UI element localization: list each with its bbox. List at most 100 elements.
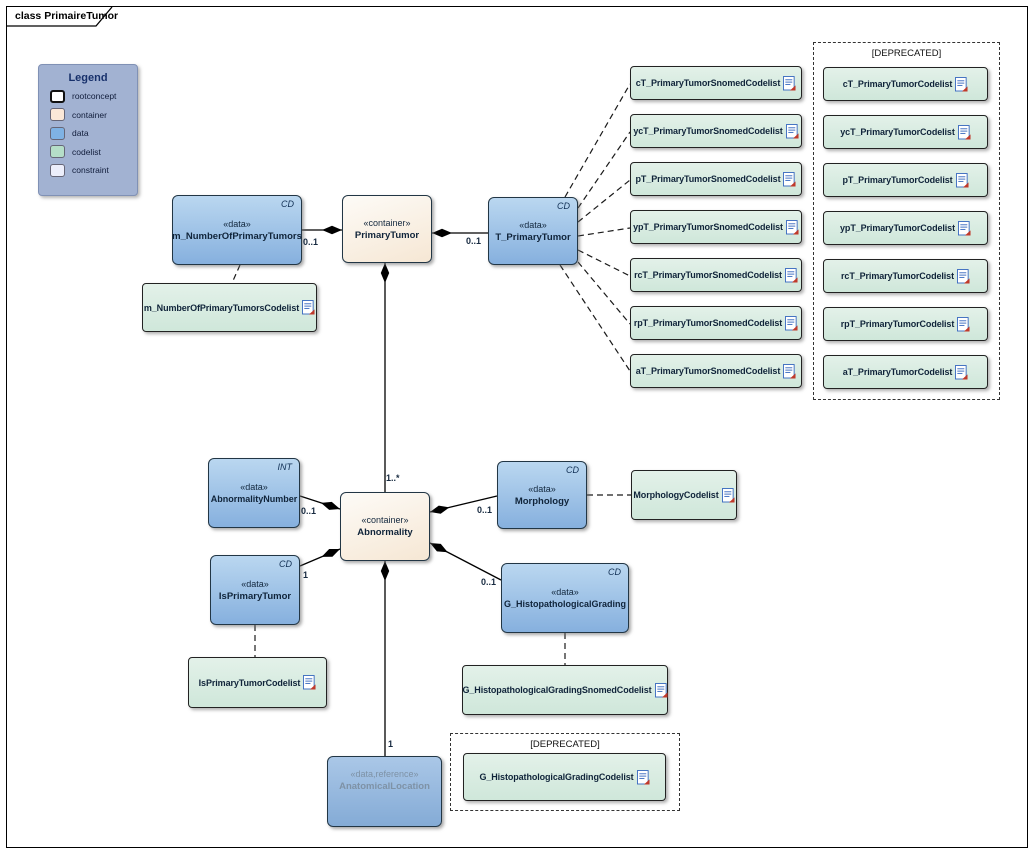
deprecated-group-label: [DEPRECATED] [530, 739, 600, 750]
legend-item-label: constraint [72, 165, 109, 175]
codelist-name: pT_PrimaryTumorSnomedCodelist [635, 174, 781, 184]
data-color-chip [50, 126, 65, 140]
document-icon [785, 316, 798, 331]
class-anatomicallocation[interactable]: «data,reference» AnatomicalLocation [327, 756, 442, 827]
class-name: AnatomicalLocation [339, 781, 430, 792]
document-icon [302, 300, 315, 315]
codelist-morphologycodelist[interactable]: MorphologyCodelist [631, 470, 737, 520]
stereotype: «data» [223, 218, 251, 229]
codelist-g-histopathologicalgradingsnomedcodelist[interactable]: G_HistopathologicalGradingSnomedCodelist [462, 665, 668, 715]
codelist-rpt-primarytumorsnomedcodelist[interactable]: rpT_PrimaryTumorSnomedCodelist [630, 306, 802, 340]
type-tag: CD [279, 559, 292, 569]
legend-item-label: data [72, 128, 89, 138]
document-icon [783, 76, 796, 91]
codelist-isprimarytumorcodelist[interactable]: IsPrimaryTumorCodelist [188, 657, 327, 708]
class-name: T_PrimaryTumor [495, 231, 571, 243]
codelist-rct-primarytumorsnomedcodelist[interactable]: rcT_PrimaryTumorSnomedCodelist [630, 258, 802, 292]
codelist-ypt-primarytumorcodelist[interactable]: ypT_PrimaryTumorCodelist [823, 211, 988, 245]
container-color-chip [50, 108, 65, 121]
stereotype: «data» [551, 587, 579, 597]
document-icon [955, 77, 968, 92]
document-icon [786, 124, 799, 139]
codelist-color-chip [50, 145, 65, 158]
rootconcept-color-chip [50, 89, 65, 103]
stereotype: «data» [528, 483, 556, 494]
class-isprimarytumor[interactable]: CD «data» IsPrimaryTumor [210, 555, 300, 625]
legend-item-codelist: codelist [50, 145, 137, 158]
class-name: m_NumberOfPrimaryTumors [172, 230, 302, 242]
multiplicity-label: 0..1 [477, 505, 493, 515]
class-primarytumor[interactable]: «container» PrimaryTumor [342, 195, 432, 263]
class-name: AbnormalityNumber [210, 494, 298, 504]
stereotype: «data,reference» [350, 769, 419, 779]
class-name: Morphology [514, 495, 570, 507]
multiplicity-label: 0..1 [303, 237, 319, 247]
document-icon [956, 173, 969, 188]
constraint-color-chip [50, 163, 65, 177]
codelist-at-primarytumorcodelist[interactable]: aT_PrimaryTumorCodelist [823, 355, 988, 389]
codelist-name: cT_PrimaryTumorSnomedCodelist [635, 78, 781, 88]
document-icon [722, 488, 735, 503]
codelist-at-primarytumorsnomedcodelist[interactable]: aT_PrimaryTumorSnomedCodelist [630, 354, 802, 388]
codelist-rpt-primarytumorcodelist[interactable]: rpT_PrimaryTumorCodelist [823, 307, 988, 341]
document-icon [783, 364, 796, 379]
codelist-yct-primarytumorsnomedcodelist[interactable]: ycT_PrimaryTumorSnomedCodelist [630, 114, 802, 148]
type-tag: CD [608, 567, 621, 577]
legend-item-container: container [50, 108, 137, 121]
stereotype: «data» [240, 482, 268, 492]
codelist-name: m_NumberOfPrimaryTumorsCodelist [143, 302, 300, 313]
codelist-name: rpT_PrimaryTumorCodelist [840, 319, 955, 329]
codelist-name: rcT_PrimaryTumorSnomedCodelist [634, 270, 782, 280]
class-morphology[interactable]: CD «data» Morphology [497, 461, 587, 529]
type-tag: CD [557, 201, 570, 211]
stereotype: «container» [363, 217, 411, 228]
codelist-name: ycT_PrimaryTumorSnomedCodelist [633, 126, 783, 136]
codelist-pt-primarytumorsnomedcodelist[interactable]: pT_PrimaryTumorSnomedCodelist [630, 162, 802, 196]
class-abnormality[interactable]: «container» Abnormality [340, 492, 430, 561]
legend[interactable]: Legend rootconcept container data codeli… [38, 64, 138, 196]
codelist-m-numberofprimarytumorscodelist[interactable]: m_NumberOfPrimaryTumorsCodelist [142, 283, 317, 332]
codelist-pt-primarytumorcodelist[interactable]: pT_PrimaryTumorCodelist [823, 163, 988, 197]
codelist-ct-primarytumorcodelist[interactable]: cT_PrimaryTumorCodelist [823, 67, 988, 101]
type-tag: INT [277, 462, 293, 472]
deprecated-group-right: [DEPRECATED] [813, 42, 1000, 400]
class-abnormalitynumber[interactable]: INT «data» AbnormalityNumber [208, 458, 300, 528]
codelist-name: ycT_PrimaryTumorCodelist [840, 127, 955, 137]
multiplicity-label: 1..* [386, 473, 400, 483]
class-name: IsPrimaryTumor [218, 590, 292, 602]
legend-item-data: data [50, 126, 137, 140]
class-m-numberofprimarytumors[interactable]: CD «data» m_NumberOfPrimaryTumors [172, 195, 302, 265]
codelist-name: rpT_PrimaryTumorSnomedCodelist [633, 318, 783, 328]
legend-item-label: container [72, 109, 107, 120]
document-icon [785, 268, 798, 283]
document-icon [958, 125, 971, 140]
legend-title: Legend [68, 72, 108, 84]
document-icon [957, 269, 970, 284]
document-icon [637, 770, 650, 785]
document-icon [958, 221, 971, 236]
codelist-ypt-primarytumorsnomedcodelist[interactable]: ypT_PrimaryTumorSnomedCodelist [630, 210, 802, 244]
codelist-name: aT_PrimaryTumorSnomedCodelist [635, 366, 781, 376]
codelist-yct-primarytumorcodelist[interactable]: ycT_PrimaryTumorCodelist [823, 115, 988, 149]
codelist-name: IsPrimaryTumorCodelist [198, 677, 301, 688]
codelist-ct-primarytumorsnomedcodelist[interactable]: cT_PrimaryTumorSnomedCodelist [630, 66, 802, 100]
document-icon [303, 675, 316, 690]
stereotype: «data» [241, 578, 269, 589]
codelist-name: MorphologyCodelist [633, 490, 719, 500]
codelist-name: ypT_PrimaryTumorSnomedCodelist [633, 222, 783, 232]
type-tag: CD [566, 465, 579, 475]
codelist-name: ypT_PrimaryTumorCodelist [840, 223, 955, 233]
legend-item-constraint: constraint [50, 163, 137, 177]
codelist-name: aT_PrimaryTumorCodelist [842, 367, 953, 377]
codelist-name: G_HistopathologicalGradingCodelist [479, 772, 634, 782]
codelist-g-histopathologicalgradingcodelist[interactable]: G_HistopathologicalGradingCodelist [463, 753, 666, 801]
class-t-primarytumor[interactable]: CD «data» T_PrimaryTumor [488, 197, 578, 265]
codelist-name: rcT_PrimaryTumorCodelist [841, 271, 954, 281]
codelist-rct-primarytumorcodelist[interactable]: rcT_PrimaryTumorCodelist [823, 259, 988, 293]
document-icon [783, 172, 796, 187]
document-icon [957, 317, 970, 332]
multiplicity-label: 1 [303, 570, 309, 580]
document-icon [786, 220, 799, 235]
class-g-histopathologicalgrading[interactable]: CD «data» G_HistopathologicalGrading [501, 563, 629, 633]
